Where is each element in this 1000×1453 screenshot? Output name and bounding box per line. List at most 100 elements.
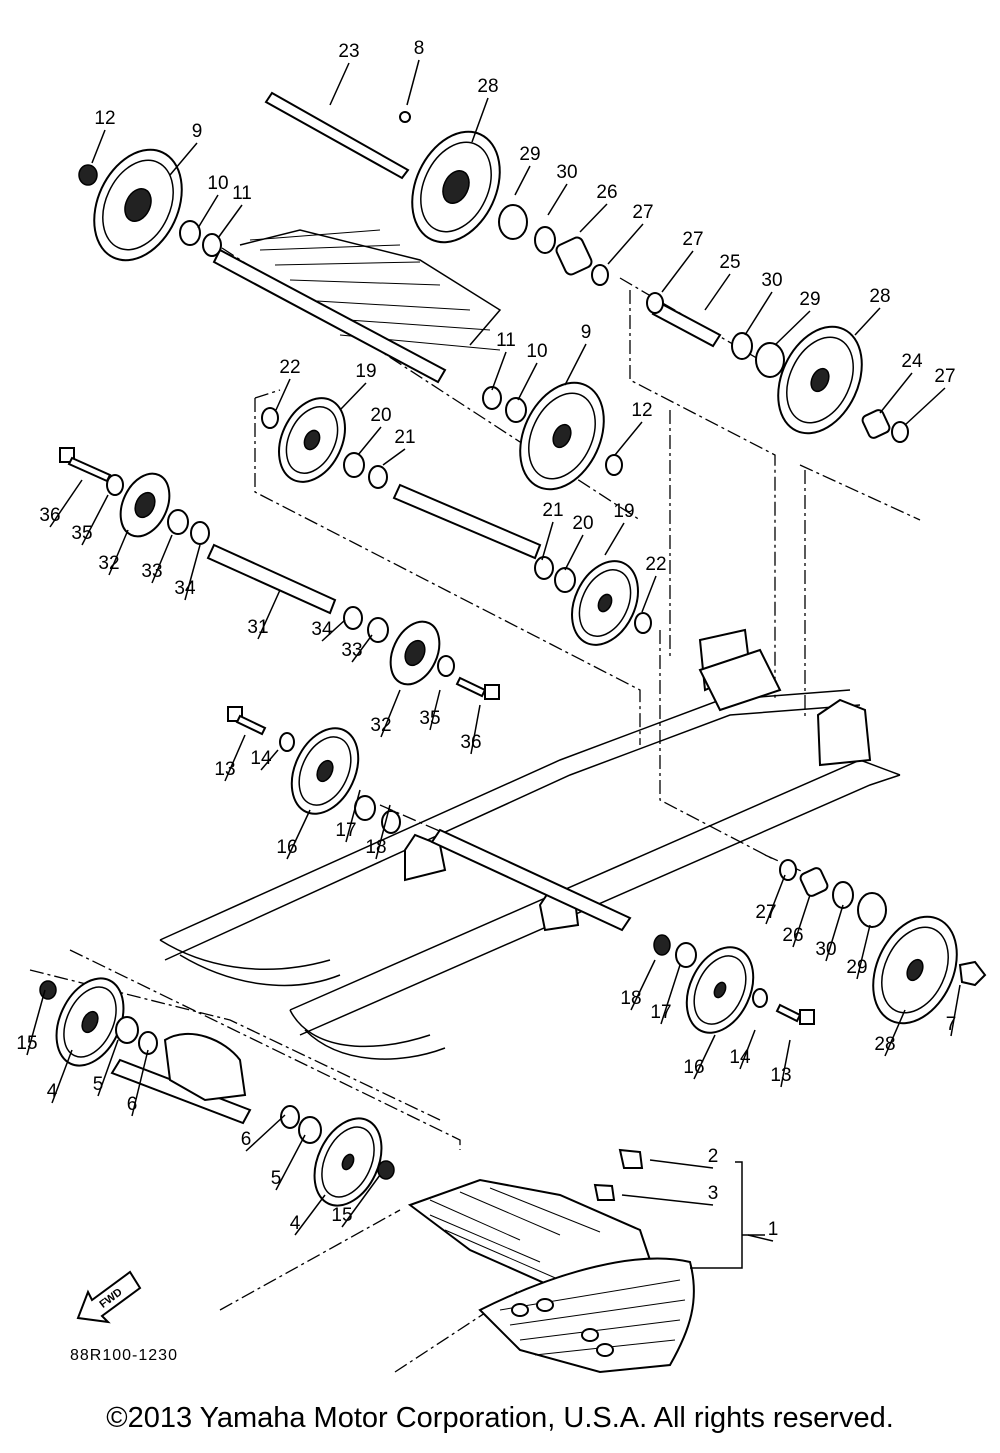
- callout-c27c: 27: [934, 366, 955, 387]
- callout-c34b: 34: [311, 619, 333, 640]
- callout-leader: [621, 1194, 714, 1206]
- callout-leader: [329, 62, 350, 106]
- callout-c22a: 22: [279, 357, 300, 378]
- slide-rail-frame: [159, 229, 901, 1060]
- callout-leader: [774, 310, 811, 346]
- callout-leader: [661, 250, 694, 293]
- callout-leader: [97, 1039, 119, 1097]
- callout-c5b: 5: [271, 1168, 282, 1189]
- callout-c29b: 29: [799, 289, 820, 310]
- callout-leader: [339, 382, 367, 411]
- callout-leader: [856, 924, 871, 980]
- callout-c16b: 16: [683, 1057, 704, 1078]
- callout-leader: [514, 165, 531, 196]
- callout-leader: [257, 589, 281, 640]
- callout-c29a: 29: [519, 144, 540, 165]
- callout-leader: [351, 634, 373, 663]
- callout-leader: [91, 129, 106, 164]
- callout-leader: [375, 804, 391, 860]
- callout-c13a: 13: [214, 759, 235, 780]
- callout-leader: [704, 273, 731, 311]
- callout-leader: [854, 307, 881, 336]
- callout-c2: 2: [708, 1146, 719, 1167]
- callout-c15a: 15: [16, 1033, 37, 1054]
- callout-leader: [765, 874, 786, 925]
- callout-leader: [286, 809, 311, 860]
- callout-leader: [541, 521, 554, 561]
- callout-leader: [470, 704, 481, 755]
- callout-c34a: 34: [174, 578, 196, 599]
- callout-c33b: 33: [341, 640, 362, 661]
- callout-c28c: 28: [874, 1034, 895, 1055]
- callout-leader: [169, 142, 198, 176]
- callout-leader: [747, 1234, 774, 1242]
- callout-leader: [884, 1009, 906, 1057]
- callout-c7: 7: [946, 1014, 957, 1035]
- callout-leader: [345, 789, 361, 843]
- diagram-code: 88R100-1230: [70, 1347, 178, 1364]
- callout-leader: [131, 1049, 149, 1117]
- callout-leader: [275, 1134, 306, 1191]
- callout-c21a: 21: [394, 427, 415, 448]
- callout-leader: [49, 479, 83, 528]
- callout-leader: [26, 989, 46, 1056]
- wheels: [55, 130, 958, 1207]
- callout-c17a: 17: [335, 820, 356, 841]
- callout-c27d: 27: [755, 902, 776, 923]
- callout-c35a: 35: [71, 523, 92, 544]
- callout-leader: [641, 575, 657, 613]
- callout-c18a: 18: [365, 837, 386, 858]
- callout-leader: [51, 1049, 73, 1104]
- callout-c29c: 29: [846, 957, 867, 978]
- callout-c36a: 36: [39, 505, 60, 526]
- callout-c33a: 33: [141, 561, 162, 582]
- callout-leader: [321, 619, 346, 642]
- callout-c13b: 13: [770, 1065, 791, 1086]
- callout-leader: [197, 194, 219, 229]
- callout-c16a: 16: [276, 837, 297, 858]
- callout-c3: 3: [708, 1183, 719, 1204]
- callout-leader: [294, 1194, 326, 1236]
- shafts: [110, 91, 722, 1125]
- callout-c11a: 11: [232, 183, 252, 204]
- callout-leader: [604, 522, 625, 556]
- callout-leader: [471, 97, 489, 143]
- fwd-arrow: FWD: [76, 1270, 142, 1324]
- callout-leader: [780, 1039, 791, 1088]
- callout-c27a: 27: [632, 202, 653, 223]
- callout-c18b: 18: [620, 988, 641, 1009]
- callout-c30b: 30: [761, 270, 782, 291]
- callout-c11b: 11: [496, 330, 516, 351]
- callout-leader: [614, 421, 643, 456]
- callout-leader: [950, 984, 961, 1037]
- callout-c28a: 28: [477, 76, 498, 97]
- callout-leader: [517, 362, 538, 401]
- callout-leader: [825, 904, 844, 962]
- callout-leader: [429, 689, 441, 731]
- callout-leader: [380, 689, 401, 738]
- callout-leader: [630, 959, 656, 1011]
- callout-c10b: 10: [526, 341, 547, 362]
- bracket-group-1: [690, 1161, 765, 1269]
- callout-leader: [693, 1034, 716, 1080]
- callout-c30c: 30: [815, 939, 836, 960]
- callout-leader: [224, 734, 246, 782]
- callout-c12b: 12: [631, 400, 652, 421]
- callout-c15b: 15: [331, 1205, 352, 1226]
- callout-leader: [382, 448, 406, 466]
- callout-c20a: 20: [370, 405, 391, 426]
- callout-leader: [579, 203, 608, 233]
- callout-leader: [879, 372, 913, 414]
- callout-c35b: 35: [419, 708, 440, 729]
- callout-leader: [217, 204, 243, 239]
- callout-c20b: 20: [572, 513, 593, 534]
- callout-c14a: 14: [250, 748, 272, 769]
- callout-c8: 8: [414, 38, 425, 59]
- callout-leader: [649, 1159, 714, 1169]
- callout-c14b: 14: [729, 1047, 751, 1068]
- callout-leader: [406, 59, 420, 106]
- callout-leader: [491, 351, 507, 391]
- callout-c5a: 5: [93, 1074, 104, 1095]
- callout-c32b: 32: [370, 715, 391, 736]
